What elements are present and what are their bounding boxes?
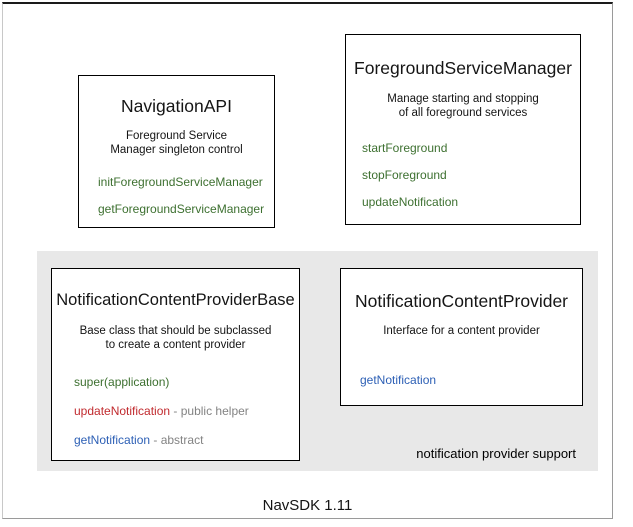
class-box-notification-content-provider-base[interactable]: NotificationContentProviderBase Base cla…	[51, 268, 300, 461]
member-name: startForeground	[362, 141, 448, 155]
class-box-notification-content-provider[interactable]: NotificationContentProvider Interface fo…	[340, 268, 583, 406]
footer-caption: NavSDK 1.11	[262, 497, 353, 514]
member-name: super(application)	[74, 375, 170, 389]
member-row: getNotification	[360, 373, 582, 387]
member-name: getNotification	[360, 373, 437, 387]
member-name: updateNotification	[74, 404, 171, 418]
member-row: startForeground	[362, 141, 580, 155]
member-name: stopForeground	[362, 168, 447, 182]
member-name: getForegroundServiceManager	[98, 202, 265, 216]
member-row: initForegroundServiceManager	[98, 175, 274, 189]
class-title: ForegroundServiceManager	[354, 58, 572, 78]
class-title: NotificationContentProviderBase	[56, 291, 295, 309]
member-name: getNotification	[74, 433, 151, 447]
member-row: updateNotification	[362, 195, 580, 209]
member-name: initForegroundServiceManager	[98, 175, 263, 189]
member-suffix: - public helper	[170, 404, 249, 418]
member-list: getNotification	[341, 373, 582, 387]
class-title: NotificationContentProvider	[354, 291, 569, 311]
member-list: super(application) updateNotification - …	[52, 375, 299, 462]
class-title: NavigationAPI	[121, 96, 232, 116]
member-list: initForegroundServiceManager getForegrou…	[79, 175, 274, 229]
member-row: updateNotification - public helper	[74, 404, 299, 418]
member-row: super(application)	[74, 375, 299, 389]
member-list: startForeground stopForeground updateNot…	[346, 141, 580, 222]
member-name: updateNotification	[362, 195, 459, 209]
member-row: getForegroundServiceManager	[98, 202, 274, 216]
member-row: stopForeground	[362, 168, 580, 182]
class-description: Interface for a content provider	[383, 325, 540, 337]
group-panel-label: notification provider support	[416, 446, 576, 461]
member-row: getNotification - abstract	[74, 433, 299, 447]
member-suffix: - abstract	[150, 433, 204, 447]
class-box-foreground-service-manager[interactable]: ForegroundServiceManager Manage starting…	[345, 34, 581, 225]
